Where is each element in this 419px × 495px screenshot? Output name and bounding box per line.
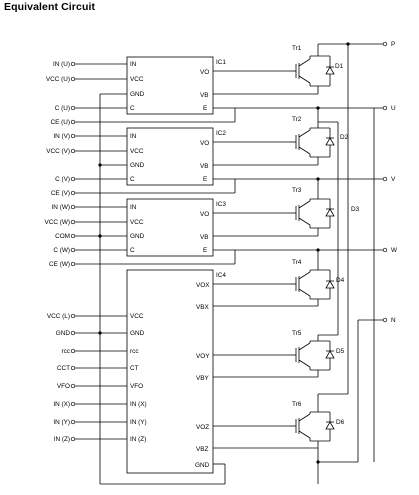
ic4-rcc-pin: rcc [130, 348, 139, 355]
transistor-tr6: Tr6 D6 [290, 401, 345, 462]
transistor-tr1: Tr1 D1 [290, 45, 344, 94]
input-label-c-v: C (V) [55, 176, 70, 183]
ic1-vcc-pin: VCC [130, 76, 144, 83]
output-label-w: W [391, 247, 398, 254]
ic1-block: IC1 IN VCC GND C VO VB E [126, 56, 226, 115]
ic4-voz-pin: VOZ [196, 424, 209, 431]
diode-label-d4: D4 [336, 277, 345, 284]
diode-label-d6: D6 [336, 419, 345, 426]
input-label-in-u: IN (U) [53, 61, 70, 68]
ic2-label: IC2 [216, 130, 226, 137]
diode-label-d3: D3 [351, 206, 360, 213]
ic3-c-pin: C [130, 247, 135, 254]
input-label-in-z: IN (Z) [54, 436, 70, 443]
transistor-label-tr4: Tr4 [292, 259, 302, 266]
diode-label-d5: D5 [336, 348, 345, 355]
input-label-c-u: C (U) [55, 105, 70, 112]
input-label-ce-v: CE (V) [51, 190, 70, 197]
transistor-tr2: Tr2 D2 [290, 116, 349, 165]
output-label-n: N [391, 317, 396, 324]
ic4-label: IC4 [216, 272, 226, 279]
input-label-cct: CCT [57, 365, 70, 372]
ic2-vo-pin: VO [200, 140, 209, 147]
ic4-gnd-out-pin: GND [195, 462, 210, 469]
input-label-c-w: C (W) [53, 247, 70, 254]
transistor-tr3: Tr3 D3 [290, 187, 360, 236]
input-label-rcc: rcc [61, 348, 70, 355]
ic3-in-pin: IN [130, 204, 137, 211]
input-labels: IN (U) VCC (U) C (U) CE (U) IN (V) VCC (… [44, 61, 70, 443]
transistor-label-tr6: Tr6 [292, 401, 302, 408]
diode-label-d2: D2 [340, 134, 349, 141]
ic1-vb-pin: VB [200, 92, 209, 99]
ic4-iny-pin: IN (Y) [130, 419, 147, 426]
input-label-in-y: IN (Y) [53, 419, 70, 426]
ic4-vfo-pin: VFO [130, 383, 143, 390]
transistor-tr4: Tr4 D4 [290, 259, 345, 306]
input-label-ce-w: CE (W) [49, 261, 70, 268]
input-label-vcc-v: VCC (V) [46, 148, 70, 155]
ic4-block: IC4 VCC GND rcc CT VFO IN (X) IN (Y) IN … [126, 269, 226, 474]
ic2-e-pin: E [203, 176, 207, 183]
ic1-e-pin: E [203, 105, 207, 112]
input-label-gnd: GND [56, 330, 71, 337]
input-label-vcc-u: VCC (U) [46, 76, 70, 83]
transistor-label-tr5: Tr5 [292, 330, 302, 337]
output-label-p: P [391, 41, 395, 48]
ic1-in-pin: IN [130, 61, 137, 68]
ic4-vbz-pin: VBZ [196, 446, 209, 453]
input-label-vcc-l: VCC (L) [47, 313, 70, 320]
diode-label-d1: D1 [335, 63, 344, 70]
input-label-ce-u: CE (U) [50, 119, 70, 126]
ic4-ct-pin: CT [130, 365, 139, 372]
transistor-label-tr1: Tr1 [292, 45, 302, 52]
ic2-in-pin: IN [130, 133, 137, 140]
power-switch-cells: Tr1 D1 Tr2 [290, 45, 360, 484]
input-wiring [70, 61, 236, 485]
ic3-vb-pin: VB [200, 234, 209, 241]
ic2-gnd-pin: GND [130, 162, 145, 169]
input-label-vcc-w: VCC (W) [44, 219, 70, 226]
ic3-block: IC3 IN VCC GND C VO VB E [126, 198, 226, 257]
input-label-in-w: IN (W) [52, 204, 70, 211]
gate-wiring [213, 70, 339, 484]
ic2-vb-pin: VB [200, 163, 209, 170]
ic4-vbx-pin: VBX [196, 304, 210, 311]
ic4-inx-pin: IN (X) [130, 401, 147, 408]
ic3-e-pin: E [203, 247, 207, 254]
ic4-gnd-pin: GND [130, 330, 145, 337]
ic1-gnd-pin: GND [130, 91, 145, 98]
output-label-u: U [391, 105, 396, 112]
ic2-block: IC2 IN VCC GND C VO VB E [126, 127, 226, 186]
ic1-label: IC1 [216, 59, 226, 66]
transistor-tr5: Tr5 D5 [290, 330, 345, 377]
input-label-in-v: IN (V) [53, 133, 70, 140]
input-label-vfo: VFO [57, 383, 70, 390]
transistor-label-tr3: Tr3 [292, 187, 302, 194]
ic1-c-pin: C [130, 105, 135, 112]
ic4-inz-pin: IN (Z) [130, 436, 146, 443]
ic3-vo-pin: VO [200, 211, 209, 218]
transistor-label-tr2: Tr2 [292, 116, 302, 123]
ic4-vby-pin: VBY [196, 375, 210, 382]
ic3-label: IC3 [216, 201, 226, 208]
input-label-in-x: IN (X) [53, 401, 70, 408]
ic3-vcc-pin: VCC [130, 219, 144, 226]
input-label-com: COM [55, 233, 70, 240]
page-title: Equivalent Circuit [4, 1, 96, 13]
ic2-c-pin: C [130, 176, 135, 183]
ic1-vo-pin: VO [200, 69, 209, 76]
ic4-vcc-pin: VCC [130, 313, 144, 320]
ic4-voy-pin: VOY [196, 353, 210, 360]
output-label-v: V [391, 176, 396, 183]
ic3-gnd-pin: GND [130, 233, 145, 240]
ic4-vox-pin: VOX [196, 282, 210, 289]
ic2-vcc-pin: VCC [130, 148, 144, 155]
output-buses: P U V W N [235, 41, 398, 463]
